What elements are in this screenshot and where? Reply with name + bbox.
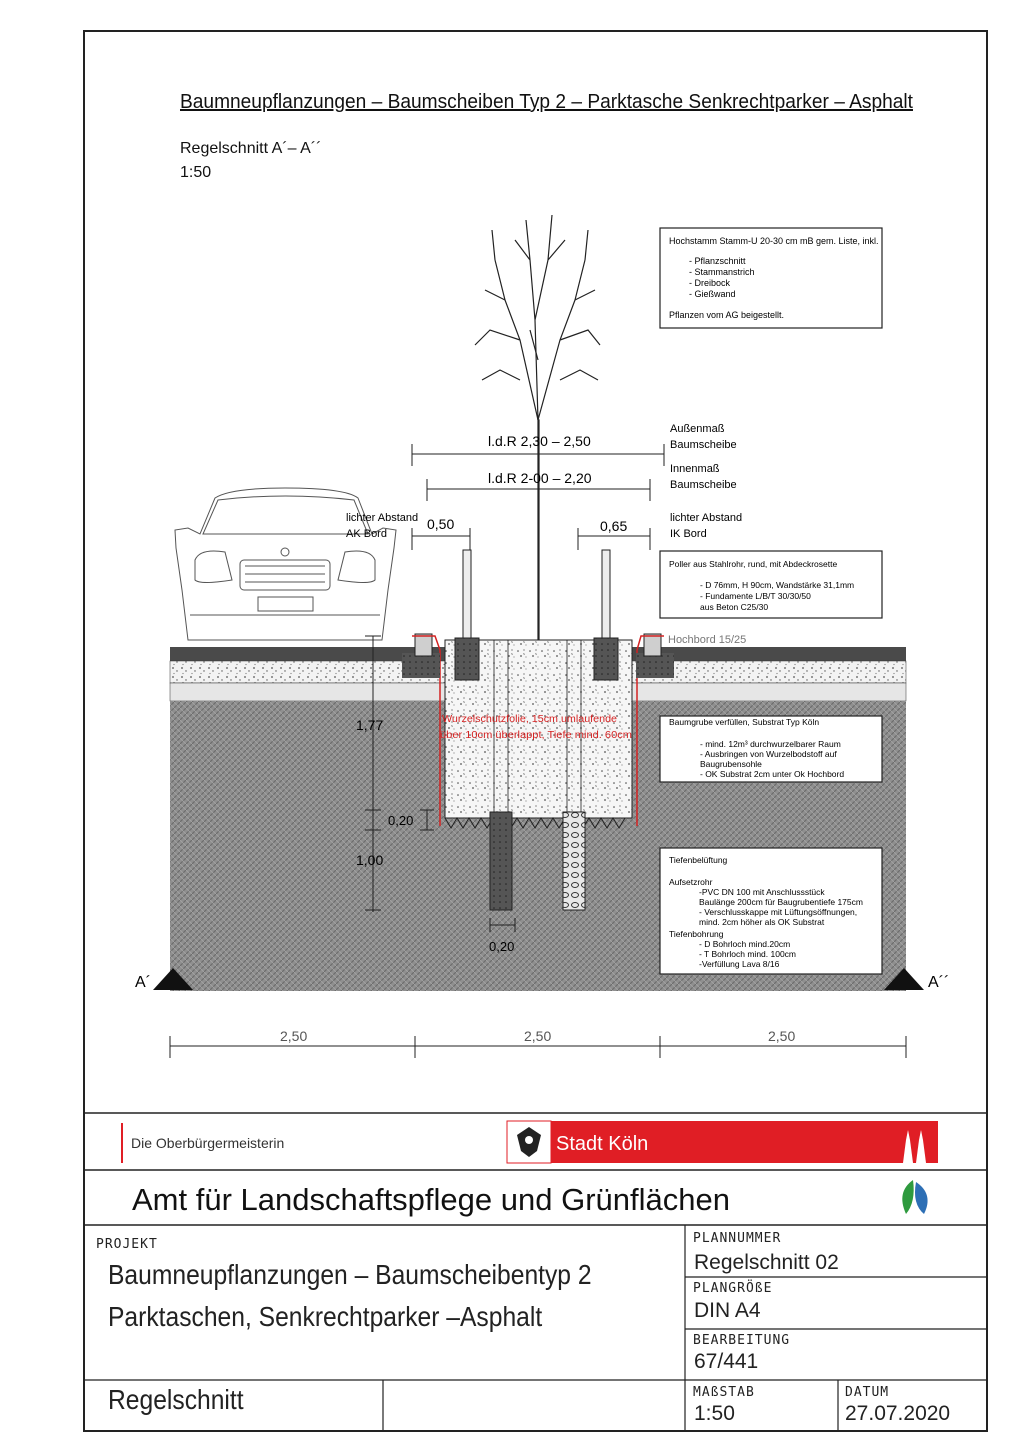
- section-b-label: A´´: [928, 974, 949, 991]
- vent-spec-box: Tiefenbelüftung Aufsetzrohr -PVC DN 100 …: [659, 847, 883, 975]
- vent-box-line-8: - T Bohrloch mind. 100cm: [699, 949, 796, 959]
- projekt-line-1: Baumneupflanzungen – Baumscheibentyp 2: [108, 1259, 592, 1290]
- label-inner-1: Innenmaß: [670, 463, 720, 475]
- titleblock-grid: [83, 1225, 988, 1432]
- bollard-box-item-3: aus Beton C25/30: [700, 602, 768, 612]
- dim-depth-mid: 0,20: [388, 813, 413, 828]
- plannummer-label: PLANNUMMER: [693, 1231, 782, 1246]
- dimension-lines: [169, 444, 907, 1058]
- label-outer-2: Baumscheibe: [670, 439, 737, 451]
- bollard-box-item-2: - Fundamente L/B/T 30/30/50: [700, 591, 811, 601]
- bearbeitung-value: 67/441: [694, 1350, 759, 1373]
- vent-box-line-9: -Verfüllung Lava 8/16: [699, 959, 780, 969]
- curb-right: [636, 633, 674, 678]
- tree-box-item-3: - Dreibock: [689, 278, 731, 288]
- tree-box-item-4: - Gießwand: [689, 289, 736, 299]
- bollard-left: [454, 549, 480, 681]
- section-label: Regelschnitt A´– A´´: [180, 140, 321, 157]
- parked-car: [174, 487, 397, 641]
- label-right-clear-1: lichter Abstand: [670, 512, 742, 524]
- dim-depth-total: 1,77: [356, 717, 383, 733]
- plannummer-value: Regelschnitt 02: [694, 1251, 839, 1274]
- massstab-label: MAßSTAB: [693, 1385, 755, 1400]
- coat-of-arms-icon: [517, 1127, 541, 1157]
- city-name: Stadt Köln: [556, 1133, 648, 1155]
- section-a-label: A´: [135, 974, 151, 991]
- datum-value: 27.07.2020: [845, 1402, 951, 1425]
- vent-box-line-1: Aufsetzrohr: [669, 877, 713, 887]
- pit-box-item-3: Baugrubensohle: [700, 759, 762, 769]
- pit-spec-box: Baumgrube verfüllen, Substrat Typ Köln -…: [659, 715, 883, 783]
- section-marker-right: [884, 968, 924, 990]
- pit-box-item-2: - Ausbringen von Wurzelbodstoff auf: [700, 749, 837, 759]
- dim-bottom-3: 2,50: [768, 1028, 795, 1044]
- bollard-right: [593, 549, 619, 681]
- pit-box-item-4: - OK Substrat 2cm unter Ok Hochbord: [700, 769, 844, 779]
- label-curb: Hochbord 15/25: [668, 634, 746, 646]
- datum-label: DATUM: [845, 1385, 890, 1400]
- vent-box-line-4: - Verschlusskappe mit Lüftungsöffnungen,: [699, 907, 857, 917]
- vent-box-heading: Tiefenbelüftung: [669, 855, 728, 865]
- vent-box-line-6: Tiefenbohrung: [669, 929, 724, 939]
- label-outer-1: Außenmaß: [670, 423, 725, 435]
- curb-left: [402, 633, 441, 678]
- tree-box-footer: Pflanzen vom AG beigestellt.: [669, 310, 784, 320]
- vent-box-line-2: -PVC DN 100 mit Anschlussstück: [699, 887, 825, 897]
- dim-bore: 0,20: [489, 939, 514, 954]
- tree-drawing: [474, 214, 601, 640]
- dim-bottom-1: 2,50: [280, 1028, 307, 1044]
- root-note-1: Wurzelschutzfolie, 15cm umlaufende: [442, 714, 617, 725]
- dim-inner: l.d.R 2-00 – 2,20: [488, 470, 592, 486]
- department-name: Amt für Landschaftspflege und Grünfläche…: [132, 1182, 730, 1217]
- projekt-label: PROJEKT: [96, 1237, 158, 1252]
- dim-right-clear: 0,65: [600, 518, 627, 534]
- city-banner: [507, 1121, 938, 1163]
- pit-box-item-1: - mind. 12m³ durchwurzelbarer Raum: [700, 739, 841, 749]
- bollard-spec-box: Poller aus Stahlrohr, rund, mit Abdeckro…: [659, 550, 883, 619]
- dim-outer: l.d.R 2,30 – 2,50: [488, 433, 591, 449]
- leaf-logo-icon: [902, 1180, 928, 1214]
- label-left-clear-2: AK Bord: [346, 528, 387, 540]
- tree-spec-box: Hochstamm Stamm-U 20-30 cm mB gem. Liste…: [659, 227, 883, 329]
- dim-bottom-2: 2,50: [524, 1028, 551, 1044]
- tree-box-heading: Hochstamm Stamm-U 20-30 cm mB gem. Liste…: [669, 236, 879, 246]
- plan-type: Regelschnitt: [108, 1384, 244, 1415]
- pit-box-heading: Baumgrube verfüllen, Substrat Typ Köln: [669, 717, 819, 727]
- section-marker-left: [153, 968, 193, 990]
- cathedral-icon: [903, 1130, 926, 1163]
- office-label: Die Oberbürgermeisterin: [131, 1135, 284, 1151]
- bore-right: [562, 811, 586, 911]
- drawing-title: Baumneupflanzungen – Baumscheiben Typ 2 …: [180, 91, 913, 113]
- drawing-scale: 1:50: [180, 164, 211, 181]
- plangroesse-value: DIN A4: [694, 1299, 761, 1322]
- dim-left-clear: 0,50: [427, 516, 454, 532]
- bore-left: [489, 811, 513, 911]
- vent-box-line-3: Baulänge 200cm für Baugrubentiefe 175cm: [699, 897, 863, 907]
- tree-box-item-2: - Stammanstrich: [689, 267, 755, 277]
- dim-depth-bottom: 1,00: [356, 852, 383, 868]
- bollard-box-item-1: - D 76mm, H 90cm, Wandstärke 31,1mm: [700, 580, 854, 590]
- root-barrier: [439, 650, 638, 826]
- label-right-clear-2: IK Bord: [670, 528, 707, 540]
- vent-box-line-5: mind. 2cm höher als OK Substrat: [699, 917, 825, 927]
- projekt-line-2: Parktaschen, Senkrechtparker –Asphalt: [108, 1301, 543, 1332]
- massstab-value: 1:50: [694, 1402, 735, 1425]
- bearbeitung-label: BEARBEITUNG: [693, 1333, 791, 1348]
- bollard-box-heading: Poller aus Stahlrohr, rund, mit Abdeckro…: [669, 559, 837, 569]
- tree-box-item-1: - Pflanzschnitt: [689, 256, 746, 266]
- label-inner-2: Baumscheibe: [670, 479, 737, 491]
- vent-box-line-7: - D Bohrloch mind.20cm: [699, 939, 790, 949]
- root-note-2: über 10cm überlappt, Tiefe mind. 60cm: [440, 730, 632, 741]
- pit-bottom-line: [444, 817, 626, 829]
- label-left-clear-1: lichter Abstand: [346, 512, 418, 524]
- plangroesse-label: PLANGRÖßE: [693, 1281, 773, 1296]
